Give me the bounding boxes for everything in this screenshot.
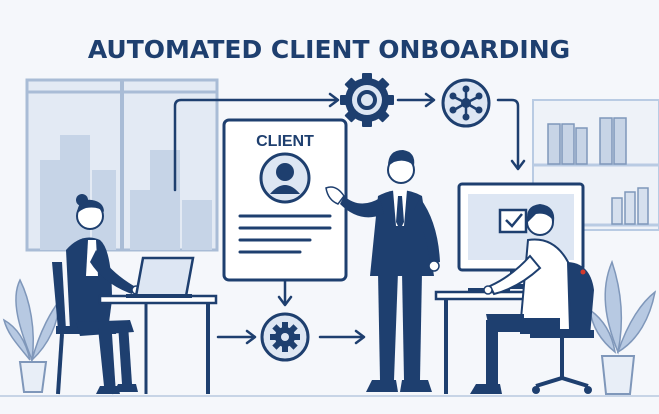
client-document-card: CLIENT (222, 118, 348, 282)
client-card-label: CLIENT (256, 133, 314, 150)
presenter-man (325, 150, 440, 392)
laptop (126, 256, 195, 298)
network-hub-icon (441, 78, 491, 128)
document-lines (238, 214, 332, 254)
city-skyline (40, 135, 212, 250)
chair-accent-dot (580, 269, 586, 275)
checkbox-icon (498, 208, 528, 234)
woman-at-laptop (52, 194, 141, 395)
seated-man-at-computer (470, 204, 594, 394)
office-window (25, 78, 219, 252)
user-avatar-icon (259, 152, 311, 204)
flow-arrow-to-gear (173, 98, 337, 192)
plant-left (2, 278, 61, 393)
plant-right (589, 259, 657, 395)
gear-icon (260, 312, 310, 362)
page-title: AUTOMATED CLIENT ONBOARDING (88, 35, 570, 64)
gear-icon (340, 73, 394, 127)
bookshelf (532, 99, 659, 231)
flow-arrow-to-monitor (496, 98, 520, 169)
